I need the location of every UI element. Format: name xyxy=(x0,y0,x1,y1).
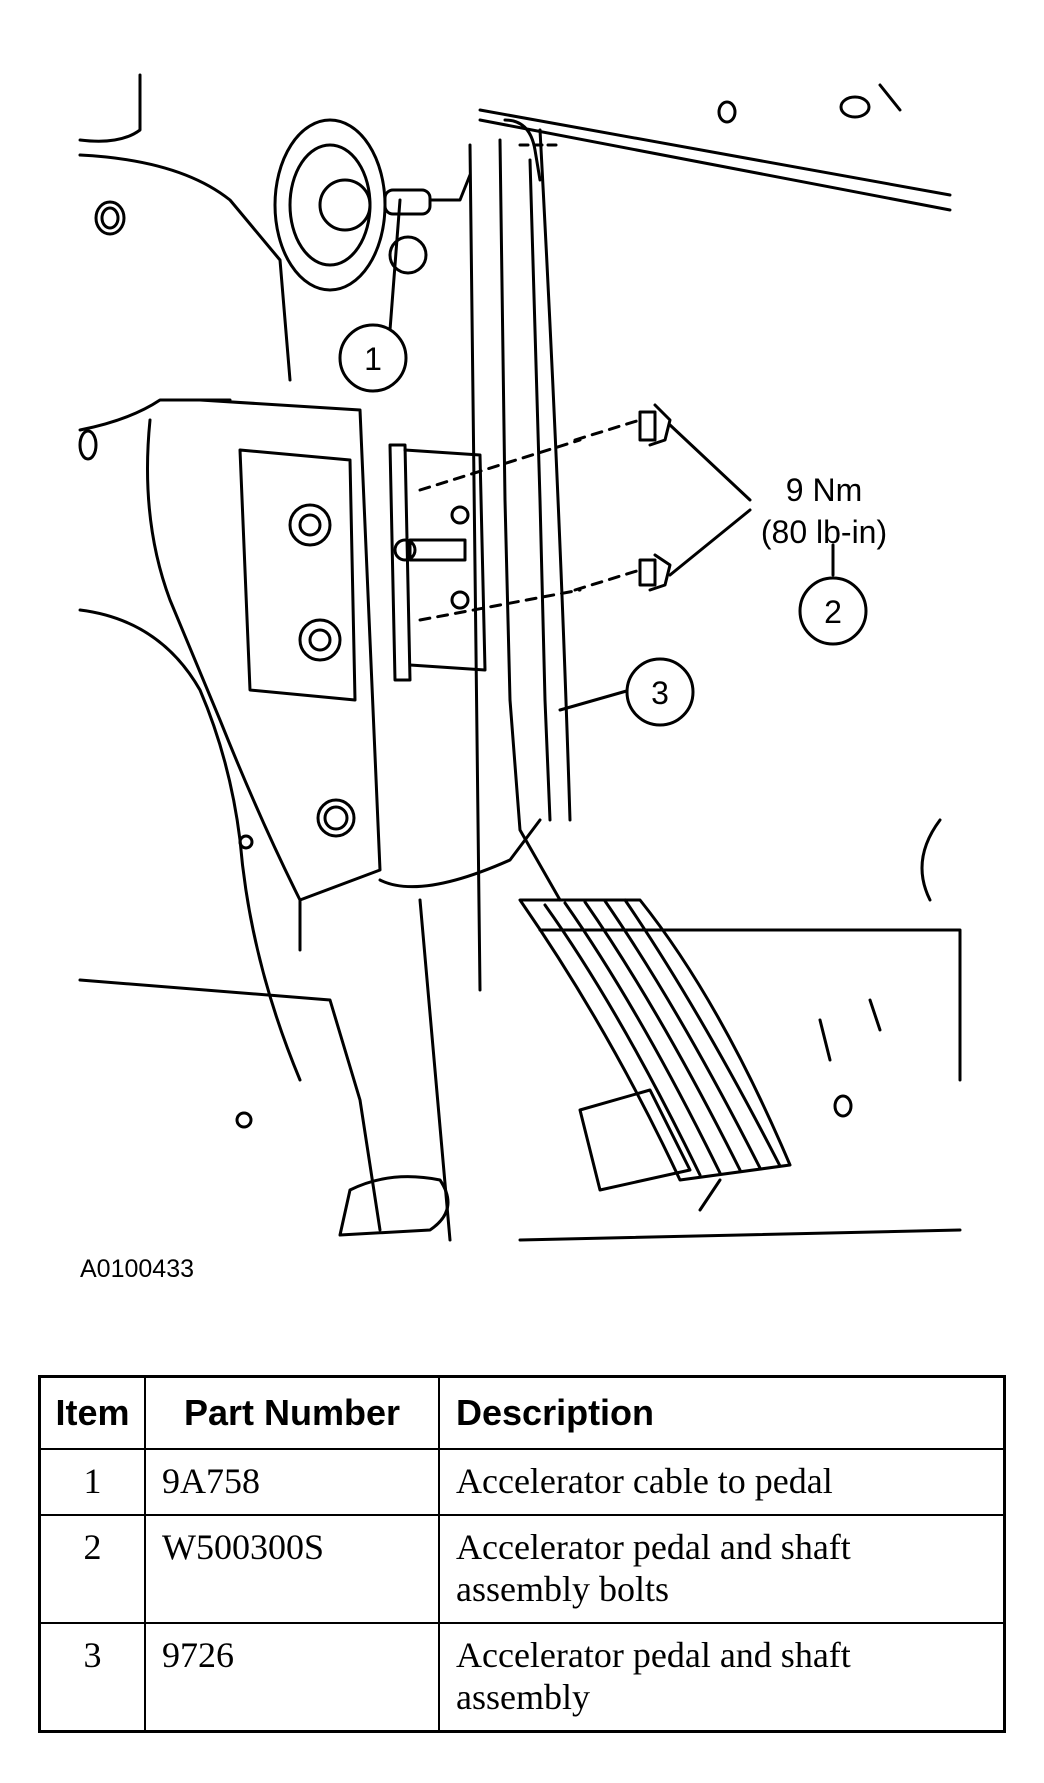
torque-value: 9 Nm xyxy=(786,472,862,508)
table-row: 3 9726 Accelerator pedal and shaft assem… xyxy=(38,1622,1006,1733)
cell-part-number: 9A758 xyxy=(144,1448,440,1516)
accelerator-pedal-illustration: 1 2 3 9 Nm (80 lb-in) xyxy=(78,73,962,1242)
cell-item: 2 xyxy=(38,1514,146,1624)
svg-text:2: 2 xyxy=(824,594,842,630)
cell-description: Accelerator pedal and shaft assembly bol… xyxy=(438,1514,1006,1624)
callout-2: 2 xyxy=(798,576,868,646)
cell-part-number: W500300S xyxy=(144,1514,440,1624)
cell-part-number: 9726 xyxy=(144,1622,440,1733)
svg-text:3: 3 xyxy=(651,675,669,711)
cell-description: Accelerator cable to pedal xyxy=(438,1448,1006,1516)
svg-text:1: 1 xyxy=(364,341,382,377)
cell-item: 1 xyxy=(38,1448,146,1516)
table-row: 1 9A758 Accelerator cable to pedal xyxy=(38,1448,1006,1516)
torque-value-imperial: (80 lb-in) xyxy=(761,514,887,550)
figure-id: A0100433 xyxy=(80,1255,195,1283)
callout-1: 1 xyxy=(338,323,408,393)
table-row: 2 W500300S Accelerator pedal and shaft a… xyxy=(38,1514,1006,1624)
header-item: Item xyxy=(38,1375,146,1450)
cell-item: 3 xyxy=(38,1622,146,1733)
callout-3: 3 xyxy=(625,657,695,727)
table-header-row: Item Part Number Description xyxy=(38,1375,1006,1450)
header-part-number: Part Number xyxy=(144,1375,440,1450)
header-description: Description xyxy=(438,1375,1006,1450)
parts-table: Item Part Number Description 1 9A758 Acc… xyxy=(38,1375,1006,1733)
cell-description: Accelerator pedal and shaft assembly xyxy=(438,1622,1006,1733)
